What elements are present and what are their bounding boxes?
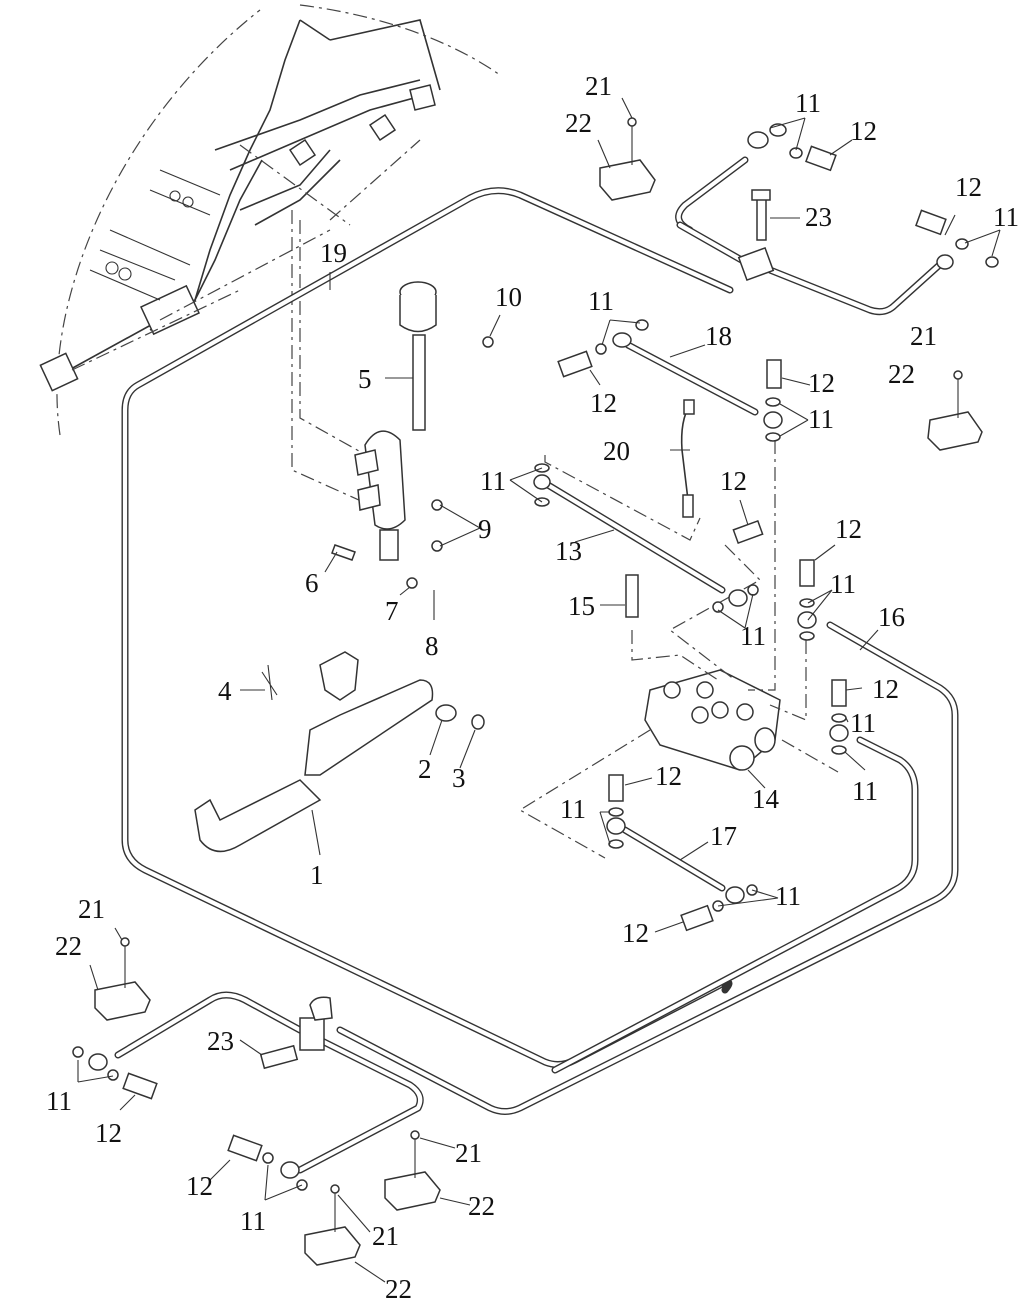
centerline [544,455,701,541]
brake-light-switch [680,399,695,518]
centerline [748,440,776,691]
callout-11: 11 [852,776,878,806]
callout-23: 23 [805,202,832,232]
callout-22: 22 [385,1274,412,1304]
callout-21: 21 [585,71,612,101]
callout-11: 11 [240,1206,266,1236]
brake-hose-17 [606,774,758,932]
callout-12: 12 [95,1118,122,1148]
callout-21: 21 [455,1138,482,1168]
hose-clip-bottom [304,1184,361,1266]
centerline [781,739,839,773]
callout-12: 12 [808,368,835,398]
callout-11: 11 [740,621,766,651]
callout-21: 21 [78,894,105,924]
callout-11: 11 [588,286,614,316]
callout-12: 12 [655,761,682,791]
callout-12: 12 [186,1171,213,1201]
callout-15: 15 [568,591,595,621]
callout-12: 12 [622,918,649,948]
callout-23: 23 [207,1026,234,1056]
callout-22: 22 [888,359,915,389]
callout-11: 11 [560,794,586,824]
distribution-valve [644,669,781,771]
brake-line-16 [336,621,959,1115]
brake-hose-18 [557,319,783,442]
hose-clip-bottom-mid [384,1130,441,1211]
callout-18: 18 [705,321,732,351]
callout-10: 10 [495,282,522,312]
callout-6: 6 [305,568,319,598]
callout-12: 12 [955,172,982,202]
callout-1: 1 [310,860,324,890]
callout-7: 7 [385,596,399,626]
callout-12: 12 [850,116,877,146]
callout-14: 14 [752,784,780,814]
brake-hose-13 [533,463,764,618]
callout-21: 21 [910,321,937,351]
hose-clip-right [927,370,983,451]
callout-5: 5 [358,364,372,394]
callout-labels: 21 22 11 12 23 12 11 19 10 5 11 18 12 12… [46,71,1019,1304]
callout-11: 11 [480,466,506,496]
hose-clip-bottom-left [94,937,151,1021]
callout-11: 11 [993,202,1019,232]
vehicle-frame [39,4,501,436]
callout-22: 22 [55,931,82,961]
centerline [518,729,651,859]
rear-tee-assembly [72,991,424,1191]
brake-pedal [194,651,485,853]
centerline [299,220,376,461]
callout-11: 11 [808,404,834,434]
master-cylinder [331,281,494,620]
callout-11: 11 [795,88,821,118]
callout-11: 11 [775,881,801,911]
callout-11: 11 [850,708,876,738]
callout-20: 20 [603,436,630,466]
callout-8: 8 [425,631,439,661]
callout-19: 19 [320,238,347,268]
front-tee-assembly [675,123,999,316]
callout-17: 17 [710,821,737,851]
hose-clip-top [599,117,656,201]
callout-11: 11 [46,1086,72,1116]
callout-4: 4 [218,676,232,706]
callout-22: 22 [468,1191,495,1221]
callout-16: 16 [878,602,905,632]
callout-22: 22 [565,108,592,138]
centerline [631,630,719,681]
callout-9: 9 [478,514,492,544]
callout-12: 12 [590,388,617,418]
leader-lines [77,97,1001,1283]
callout-12: 12 [720,466,747,496]
callout-11: 11 [830,569,856,599]
callout-12: 12 [835,514,862,544]
callout-12: 12 [872,674,899,704]
callout-21: 21 [372,1221,399,1251]
callout-2: 2 [418,754,432,784]
callout-3: 3 [452,763,466,793]
callout-13: 13 [555,536,582,566]
